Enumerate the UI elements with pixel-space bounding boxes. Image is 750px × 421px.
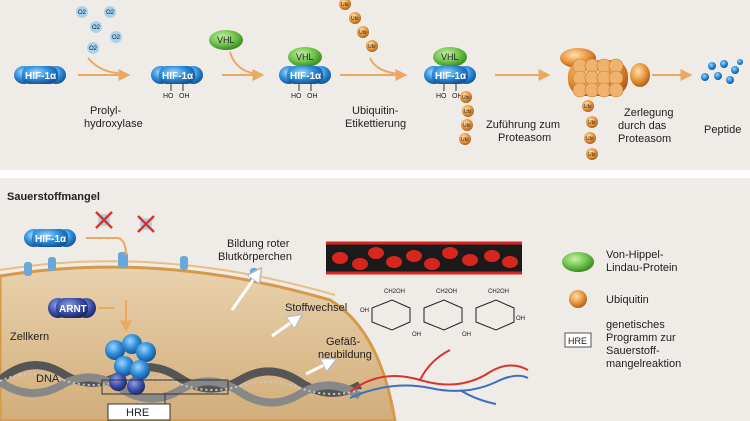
svg-text:Ubi: Ubi: [464, 109, 472, 115]
svg-text:OH: OH: [360, 308, 369, 314]
legend-hre-badge: [564, 332, 592, 348]
nuclear-membrane: [0, 260, 336, 296]
step3-label-1: Zuführung zum: [486, 119, 560, 131]
svg-text:OH: OH: [452, 93, 463, 100]
svg-text:OH: OH: [179, 93, 190, 100]
svg-text:HO: HO: [291, 93, 302, 100]
glucose-labels: CH2OH CH2OH CH2OH OH OH OH OH: [360, 289, 525, 338]
svg-text:O2: O2: [89, 46, 98, 52]
svg-text:VHL: VHL: [296, 52, 314, 62]
step4-label-3: Proteasom: [618, 133, 671, 145]
step3-label-2: Proteasom: [498, 132, 551, 144]
step2-label-1: Ubiquitin-: [352, 105, 399, 117]
dna-label: DNA: [36, 373, 60, 385]
legend-vhl-label-2: Lindau-Protein: [606, 262, 678, 274]
effect-arrow-metabolism: [271, 316, 300, 338]
svg-text:Ubi: Ubi: [341, 2, 349, 8]
step4-label-1: Zerlegung: [624, 107, 674, 119]
legend-hre-label-3: Sauerstoff-: [606, 345, 660, 357]
svg-text:OH: OH: [516, 316, 525, 322]
effect-angiogenesis-label-1: Gefäß-: [326, 336, 361, 348]
hif-arnt-complex: [105, 334, 156, 395]
legend-ubiquitin-label: Ubiquitin: [606, 294, 649, 306]
legend-vhl-icon: [562, 252, 594, 272]
peptides: [701, 59, 743, 84]
blood-vessel: [326, 241, 522, 275]
hif-protein-1: HIF-1α: [14, 66, 66, 84]
effect-metabolism-label: Stoffwechsel: [285, 302, 347, 314]
svg-text:Ubi: Ubi: [462, 95, 470, 101]
hif-vhl-complex: VHL HIF-1α HO OH: [279, 47, 331, 100]
svg-text:HO: HO: [436, 93, 447, 100]
hre-label-box: [107, 403, 171, 421]
svg-text:O2: O2: [106, 10, 115, 16]
svg-text:Ubi: Ubi: [586, 136, 594, 142]
hif-translocation-arrow: [86, 237, 127, 256]
step5-label: Peptide: [704, 124, 741, 136]
step2-label-2: Etikettierung: [345, 118, 406, 130]
svg-text:O2: O2: [112, 35, 121, 41]
hre-label: HRE: [126, 407, 149, 419]
hypoxia-title: Sauerstoffmangel: [7, 191, 100, 203]
svg-text:HO: HO: [163, 93, 174, 100]
effect-arrow-angiogenesis: [305, 360, 334, 376]
svg-text:OH: OH: [412, 332, 421, 338]
svg-text:OH: OH: [462, 332, 471, 338]
step1-label-2: hydroxylase: [84, 118, 143, 130]
oxygen-molecules: O2 O2 O2 O2 O2: [76, 6, 122, 54]
oxygen-absent-icon: [95, 211, 155, 233]
step4-label-2: durch das: [618, 120, 667, 132]
effect-arrow-blood: [230, 270, 260, 311]
svg-text:Ubi: Ubi: [351, 16, 359, 22]
svg-text:ARNT: ARNT: [59, 304, 87, 315]
svg-text:Ubi: Ubi: [461, 137, 469, 143]
effect-angiogenesis-label-2: neubildung: [318, 349, 372, 361]
legend: Von-Hippel- Lindau-Protein Ubiquitin HRE…: [562, 249, 681, 370]
svg-text:Ubi: Ubi: [359, 30, 367, 36]
svg-text:O2: O2: [92, 25, 101, 31]
vhl-protein-free: VHL: [209, 30, 243, 50]
svg-text:HIF-1α: HIF-1α: [435, 71, 467, 82]
legend-hre-label-4: mangelreaktion: [606, 358, 681, 370]
svg-text:CH2OH: CH2OH: [488, 289, 509, 295]
svg-text:Ubi: Ubi: [588, 152, 596, 158]
svg-text:CH2OH: CH2OH: [384, 289, 405, 295]
legend-vhl-label-1: Von-Hippel-: [606, 249, 664, 261]
svg-text:VHL: VHL: [217, 35, 235, 45]
svg-text:HRE: HRE: [568, 336, 587, 346]
svg-text:Ubi: Ubi: [584, 104, 592, 110]
effect-blood-label-2: Blutkörperchen: [218, 251, 292, 263]
legend-hre-label-1: genetisches: [606, 319, 665, 331]
hif-protein-hydroxylated: HIF-1α HO OH: [151, 66, 203, 100]
effect-blood-label-1: Bildung roter: [227, 238, 290, 250]
svg-text:Ubi: Ubi: [588, 120, 596, 126]
arnt-protein: ARNT: [48, 298, 96, 318]
hif-protein-hypoxia: HIF-1α: [24, 229, 76, 247]
ubiquitin-chain-released: Ubi Ubi Ubi Ubi: [582, 100, 598, 160]
svg-text:HIF-1α: HIF-1α: [290, 71, 322, 82]
step1-label-1: Prolyl-: [90, 105, 122, 117]
svg-text:CH2OH: CH2OH: [436, 289, 457, 295]
svg-text:HIF-1α: HIF-1α: [25, 71, 57, 82]
hif-vhl-ubiquitin-complex: VHL HIF-1α HO OH Ubi Ubi Ubi Ubi: [424, 47, 476, 145]
nucleus-label: Zellkern: [10, 331, 49, 343]
svg-text:Ubi: Ubi: [368, 44, 376, 50]
svg-text:HIF-1α: HIF-1α: [35, 234, 67, 245]
red-blood-cells: [332, 247, 518, 270]
ubiquitin-chain-free: Ubi Ubi Ubi Ubi: [339, 0, 378, 52]
new-vessels: [349, 349, 529, 405]
svg-text:O2: O2: [78, 10, 87, 16]
glucose-molecules: [371, 299, 515, 331]
svg-text:Ubi: Ubi: [463, 123, 471, 129]
legend-ubiquitin-icon: [569, 290, 587, 308]
svg-text:HIF-1α: HIF-1α: [162, 71, 194, 82]
proteasome: [560, 48, 650, 98]
legend-hre-label-2: Programm zur: [606, 332, 676, 344]
dna-helix: [0, 361, 363, 407]
svg-text:OH: OH: [307, 93, 318, 100]
svg-text:VHL: VHL: [441, 52, 459, 62]
oxygen-arrow: [87, 57, 119, 74]
